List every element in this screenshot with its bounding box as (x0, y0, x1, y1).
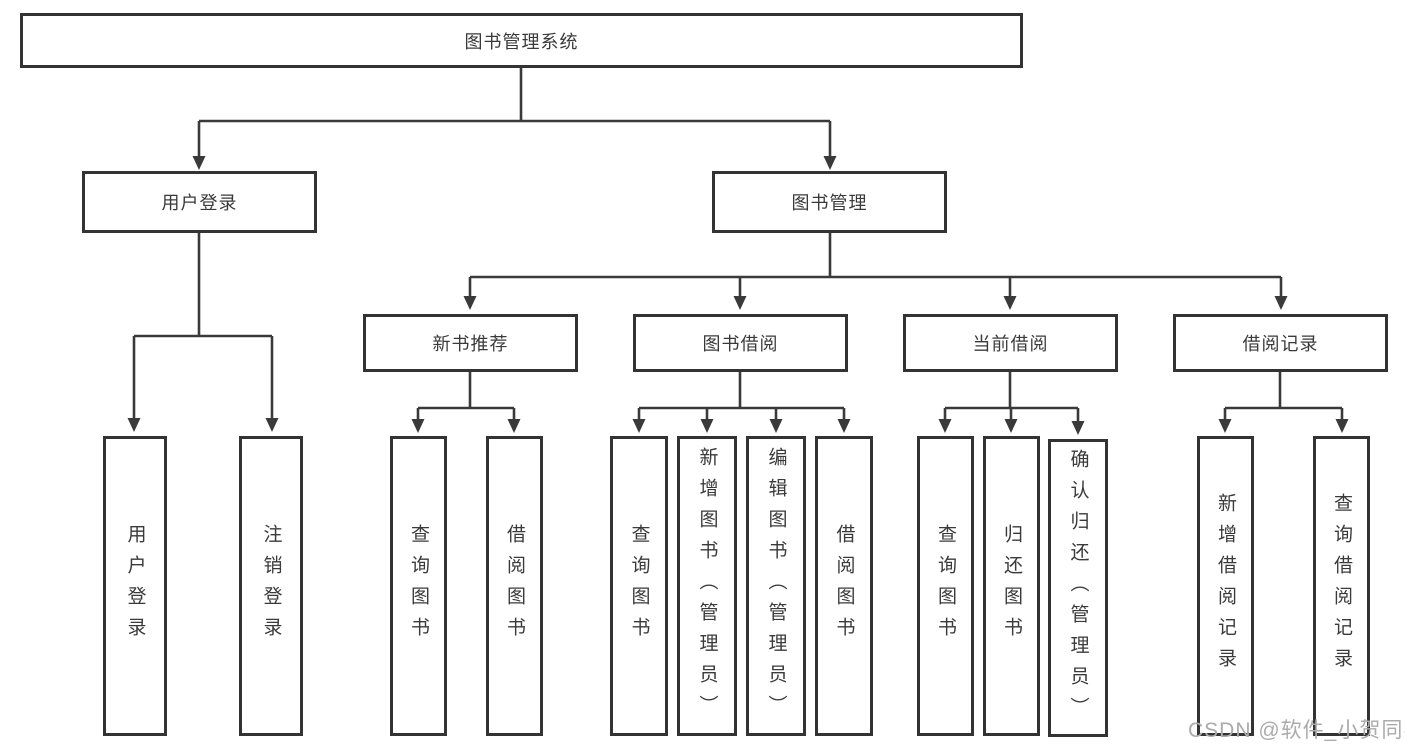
node-book-borrow: 图书借阅 (633, 314, 848, 372)
leaf-query-books-recommend-label: 查询图书 (408, 524, 429, 648)
connector-newbook-to-leaves (411, 372, 521, 433)
watermark: CSDN @软件_小贺同学 (1188, 719, 1405, 742)
leaf-return-book: 归还图书 (983, 436, 1040, 736)
node-root-label: 图书管理系统 (464, 31, 579, 52)
leaf-add-borrow-record-label: 新增借阅记录 (1215, 493, 1236, 679)
node-book-management-label: 图书管理 (791, 193, 868, 213)
connector-current-to-leaves (938, 372, 1085, 435)
leaf-query-books-current: 查询图书 (917, 436, 974, 736)
leaf-user-login-label: 用户登录 (124, 524, 146, 648)
leaf-return-book-label: 归还图书 (1001, 524, 1022, 648)
leaf-borrow-books-label: 借阅图书 (833, 524, 855, 648)
leaf-add-borrow-record: 新增借阅记录 (1197, 436, 1254, 736)
connector-root-to-level2 (192, 68, 837, 170)
leaf-query-books-recommend: 查询图书 (390, 436, 447, 736)
leaf-add-book-admin: 新增图书（管理员） (677, 436, 737, 736)
node-current-borrow: 当前借阅 (903, 314, 1118, 372)
node-current-borrow-label: 当前借阅 (972, 334, 1049, 354)
leaf-edit-book-admin-label: 编辑图书（管理员） (765, 446, 787, 726)
leaf-borrow-books-recommend-label: 借阅图书 (504, 524, 525, 648)
connector-bookmgmt-to-level3 (463, 233, 1288, 310)
leaf-add-book-admin-label: 新增图书（管理员） (696, 446, 718, 726)
node-user-login-label: 用户登录 (161, 193, 238, 213)
node-new-book-recommend: 新书推荐 (363, 314, 578, 372)
connector-borrow-to-leaves (632, 372, 851, 433)
node-new-book-recommend-label: 新书推荐 (432, 334, 509, 354)
leaf-query-borrow-record-label: 查询借阅记录 (1331, 493, 1352, 679)
node-user-login: 用户登录 (82, 171, 317, 233)
node-root-system: 图书管理系统 (20, 13, 1023, 68)
leaf-user-login: 用户登录 (103, 436, 167, 736)
leaf-confirm-return-admin: 确认归还（管理员） (1048, 439, 1108, 737)
node-book-borrow-label: 图书借阅 (702, 334, 779, 354)
leaf-borrow-books-recommend: 借阅图书 (486, 436, 543, 736)
leaf-confirm-return-admin-label: 确认归还（管理员） (1067, 448, 1089, 728)
connector-userlogin-to-leaves (127, 233, 279, 432)
leaf-query-books-current-label: 查询图书 (935, 524, 956, 648)
node-borrow-records: 借阅记录 (1173, 314, 1388, 372)
connector-records-to-leaves (1218, 372, 1349, 433)
node-borrow-records-label: 借阅记录 (1242, 334, 1319, 354)
node-book-management: 图书管理 (712, 171, 947, 233)
leaf-query-books-borrow: 查询图书 (610, 436, 668, 736)
leaf-logout-label: 注销登录 (260, 524, 282, 648)
leaf-query-books-borrow-label: 查询图书 (628, 524, 650, 648)
leaf-borrow-books: 借阅图书 (815, 436, 873, 736)
leaf-edit-book-admin: 编辑图书（管理员） (746, 436, 806, 736)
leaf-logout: 注销登录 (239, 436, 303, 736)
leaf-query-borrow-record: 查询借阅记录 (1313, 436, 1370, 736)
